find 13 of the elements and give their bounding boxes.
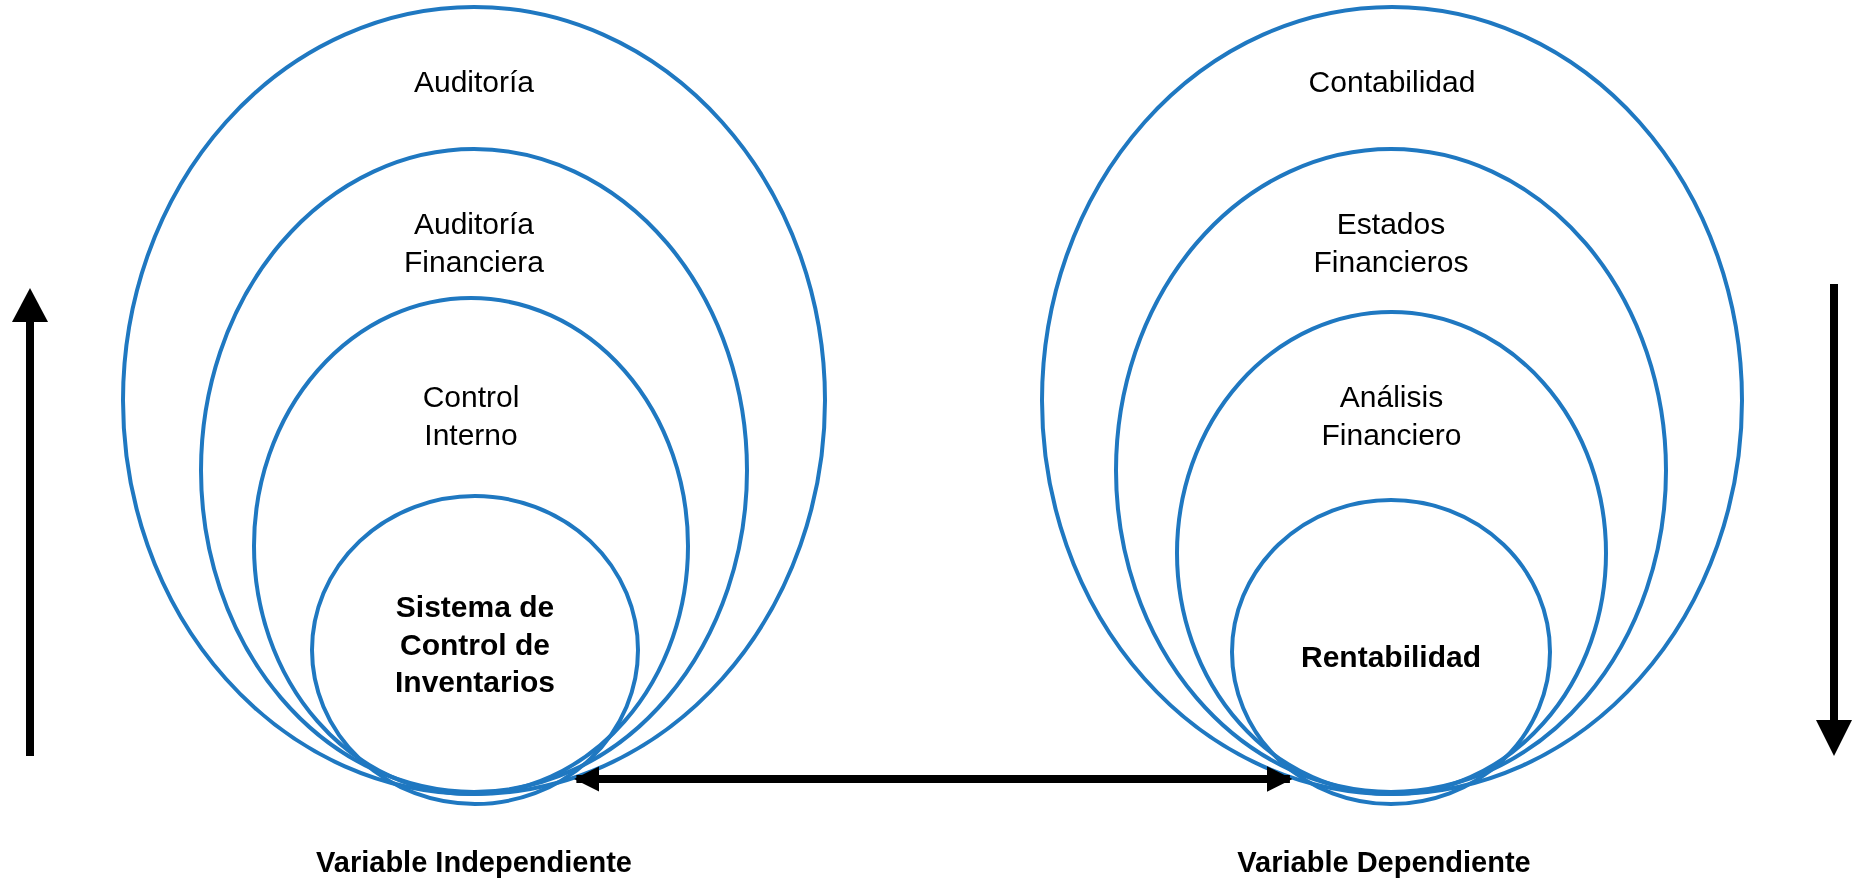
double-arrow [573,766,1293,792]
oval-shape [310,494,640,806]
oval-label: Auditoría Financiera [402,206,546,280]
oval-label: Estados Financieros [1312,206,1470,280]
oval-label: Rentabilidad [1300,639,1482,675]
oval-label: Contabilidad [1307,64,1477,100]
oval-label: Sistema de Control de Inventarios [393,589,557,700]
oval-label: Control Interno [421,379,521,453]
oval-label: Análisis Financiero [1320,379,1463,453]
variable-caption: Variable Independiente [316,846,632,879]
oval-shape [1230,498,1552,806]
oval-label: Auditoría [412,64,536,100]
variable-caption: Variable Dependiente [1237,846,1531,879]
